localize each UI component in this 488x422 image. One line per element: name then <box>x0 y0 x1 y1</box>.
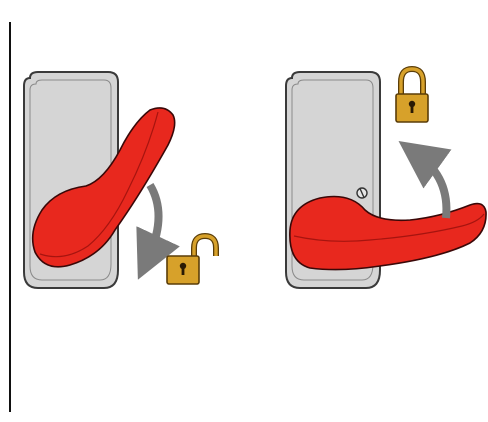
screw-icon <box>357 188 367 198</box>
arrow-up-icon <box>418 155 446 218</box>
padlock-open-icon <box>167 236 216 284</box>
lever-handle-right <box>290 197 486 270</box>
padlock-closed-icon <box>396 69 428 122</box>
panel-left <box>24 72 216 288</box>
panel-right <box>286 69 486 288</box>
arrow-down-icon <box>148 185 159 258</box>
